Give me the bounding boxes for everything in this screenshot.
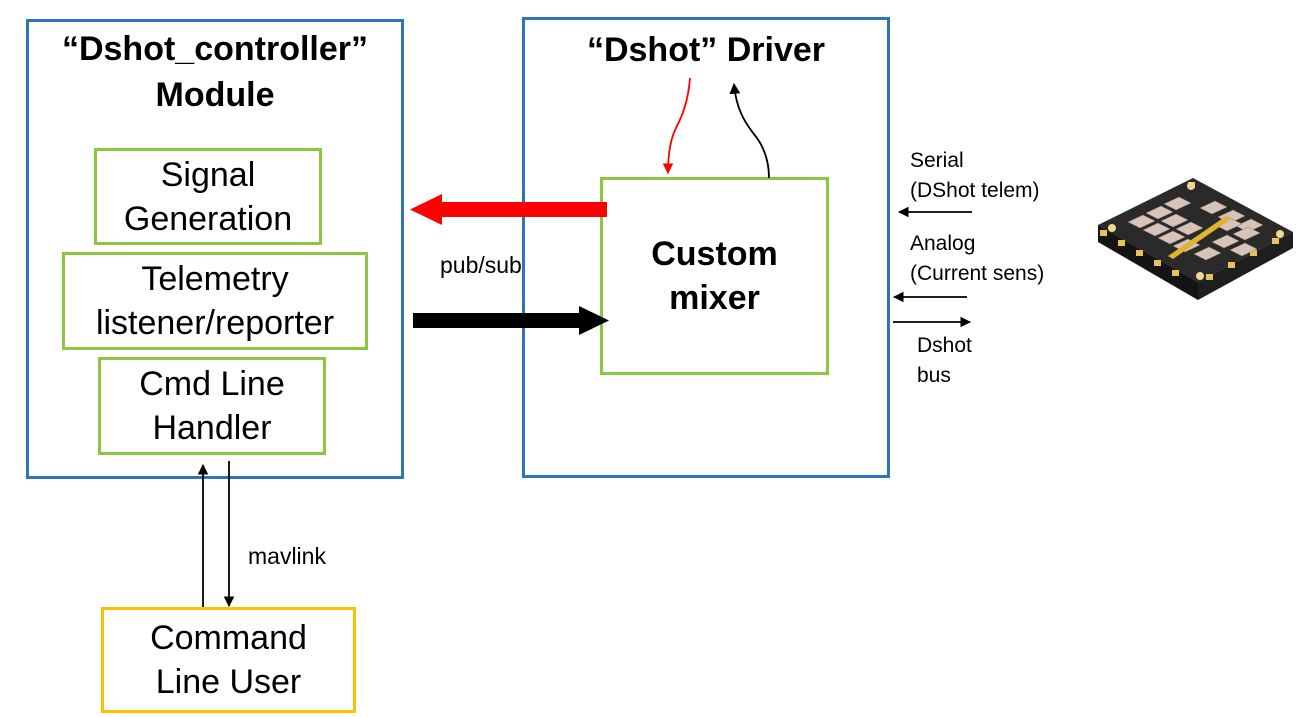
signal-generation-box: Signal Generation bbox=[94, 148, 322, 245]
analog-label-line2: (Current sens) bbox=[910, 262, 1045, 285]
serial-label: Serial (DShot telem) bbox=[910, 146, 1040, 206]
mavlink-label: mavlink bbox=[248, 543, 326, 569]
analog-label: Analog (Current sens) bbox=[910, 229, 1044, 289]
analog-label-line1: Analog bbox=[910, 232, 976, 255]
telemetry-line1: Telemetry bbox=[141, 260, 289, 298]
dshot-driver-module: “Dshot” Driver bbox=[522, 17, 890, 478]
serial-label-line1: Serial bbox=[910, 149, 964, 172]
dshot-bus-label-line2: bus bbox=[917, 364, 951, 387]
telemetry-line2: listener/reporter bbox=[95, 304, 335, 342]
red-pubsub-arrow bbox=[410, 194, 607, 225]
red-input-arrow bbox=[662, 77, 691, 175]
black-output-arrow bbox=[729, 82, 770, 179]
module-title-line2: Module bbox=[155, 76, 275, 114]
telemetry-box: Telemetry listener/reporter bbox=[62, 252, 368, 350]
dshot-bus-label: Dshot bus bbox=[917, 331, 972, 391]
custom-mixer-box: Custom mixer bbox=[600, 177, 829, 375]
command-line-user-line2: Line User bbox=[155, 663, 302, 701]
cmd-line-handler-line1: Cmd Line bbox=[139, 365, 285, 403]
signal-generation-line2: Generation bbox=[123, 199, 293, 238]
dshot-controller-module: “Dshot_controller” Module bbox=[26, 19, 404, 479]
custom-mixer-line2: mixer bbox=[669, 279, 760, 317]
command-line-user-line1: Command bbox=[150, 619, 307, 657]
pubsub-label: pub/sub bbox=[440, 252, 522, 278]
module-title-line1: “Dshot_controller” bbox=[61, 30, 369, 68]
serial-label-line2: (DShot telem) bbox=[910, 179, 1040, 202]
black-pubsub-arrow bbox=[413, 306, 609, 335]
custom-mixer-line1: Custom bbox=[651, 235, 778, 273]
signal-generation-line1: Signal bbox=[160, 155, 256, 194]
cmd-line-handler-box: Cmd Line Handler bbox=[98, 357, 326, 455]
command-line-user-box: Command Line User bbox=[101, 607, 356, 713]
dshot-bus-label-line1: Dshot bbox=[917, 334, 972, 357]
esc-board-image bbox=[1098, 178, 1293, 300]
driver-title: “Dshot” Driver bbox=[586, 31, 826, 69]
cmd-line-handler-line2: Handler bbox=[152, 409, 272, 447]
module-title: “Dshot_controller” Module bbox=[29, 26, 401, 118]
